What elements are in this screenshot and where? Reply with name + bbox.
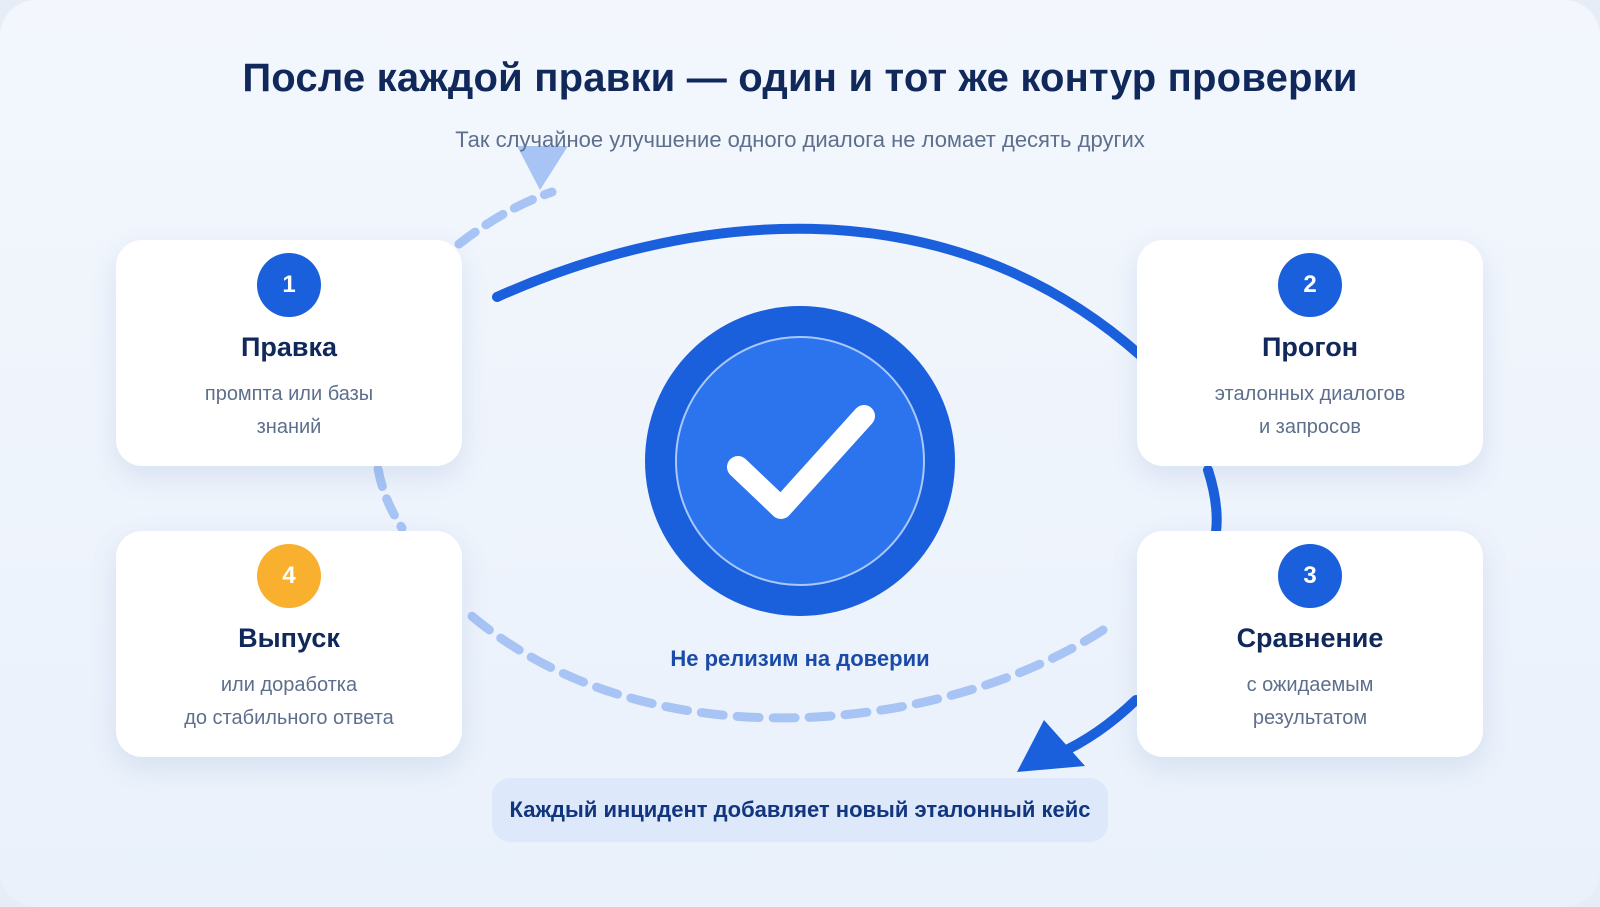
step-description-line: промпта или базы bbox=[204, 383, 374, 405]
page-subtitle: Так случайное улучшение одного диалога н… bbox=[455, 127, 1145, 152]
page-title: После каждой правки — один и тот же конт… bbox=[242, 56, 1358, 100]
right-solid-arc bbox=[1203, 465, 1222, 537]
step-number-badge: 3 bbox=[1278, 544, 1342, 608]
step-title: Правка bbox=[240, 332, 338, 362]
step-card-compare: 3 Сравнение с ожидаемым результатом bbox=[1137, 531, 1483, 757]
step-number-badge: 4 bbox=[257, 544, 321, 608]
step-card-edit: 1 Правка промпта или базы знаний bbox=[116, 240, 462, 466]
bottom-right-solid-arc bbox=[1053, 695, 1141, 759]
step-description-line: и запросов bbox=[1258, 416, 1362, 438]
check-circle-inner bbox=[675, 336, 925, 586]
step-description-line: или доработка bbox=[220, 674, 358, 696]
step-description: с ожидаемым результатом bbox=[1137, 669, 1483, 735]
step-number-badge: 1 bbox=[257, 253, 321, 317]
step-description-line: эталонных диалогов bbox=[1214, 383, 1406, 405]
step-description: эталонных диалогов и запросов bbox=[1137, 378, 1483, 444]
step-title: Прогон bbox=[1261, 332, 1359, 362]
bottom-dashed-arc bbox=[462, 607, 1108, 723]
step-title: Сравнение bbox=[1236, 623, 1384, 653]
step-title: Выпуск bbox=[238, 623, 340, 653]
step-card-release: 4 Выпуск или доработка до стабильного от… bbox=[116, 531, 462, 757]
footer-note: Каждый инцидент добавляет новый эталонны… bbox=[492, 778, 1108, 842]
step-description: или доработка до стабильного ответа bbox=[116, 669, 462, 735]
checkmark-icon bbox=[727, 405, 875, 519]
top-solid-arc bbox=[492, 223, 1145, 360]
top-pale-arrowhead bbox=[517, 146, 568, 190]
step-card-run: 2 Прогон эталонных диалогов и запросов bbox=[1137, 240, 1483, 466]
bottom-arrowhead bbox=[1017, 720, 1085, 772]
step-description-line: до стабильного ответа bbox=[184, 707, 394, 729]
center-caption: Не релизим на доверии bbox=[670, 646, 930, 671]
step-description-line: с ожидаемым bbox=[1246, 674, 1374, 696]
left-dashed-arc bbox=[373, 464, 407, 533]
step-description-line: результатом bbox=[1252, 707, 1368, 729]
top-left-dashed-arc bbox=[454, 187, 557, 249]
step-description: промпта или базы знаний bbox=[116, 378, 462, 444]
step-number-badge: 2 bbox=[1278, 253, 1342, 317]
step-description-line: знаний bbox=[256, 416, 322, 438]
